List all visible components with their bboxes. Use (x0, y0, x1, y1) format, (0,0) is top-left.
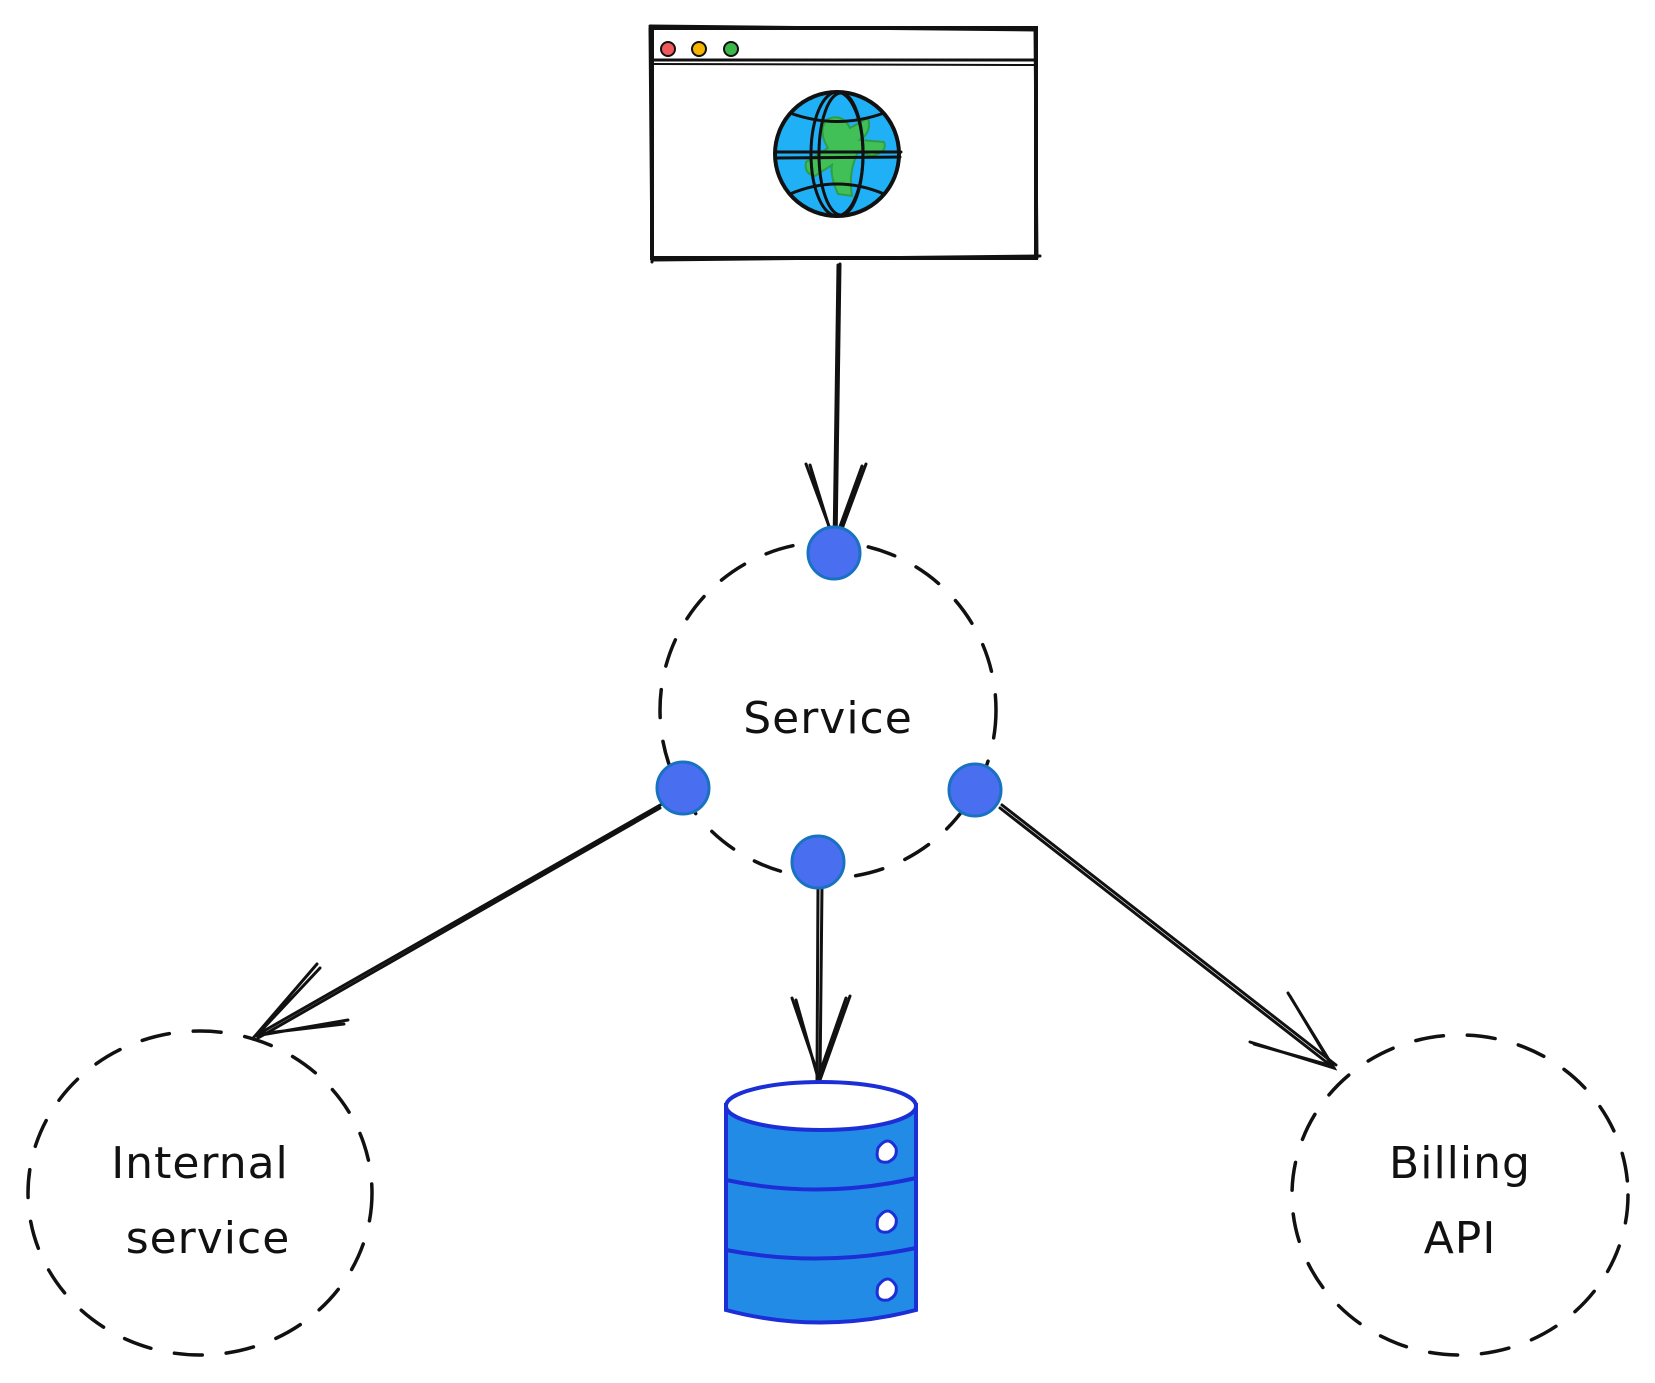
service-label: Service (743, 693, 913, 744)
arrowhead-icon (1248, 991, 1338, 1071)
edge-line (253, 802, 664, 1038)
arrowhead-icon (251, 962, 350, 1039)
edge-service-to-database[interactable] (790, 883, 852, 1085)
edge-service-to-internal[interactable] (251, 802, 664, 1040)
database-top (724, 1080, 918, 1132)
browser-frame-sketch (648, 24, 1042, 264)
window-close-dot-icon (660, 41, 676, 57)
billing-api-label-line2: API (1424, 1213, 1497, 1264)
window-maximize-dot-icon (723, 41, 739, 57)
globe-icon (773, 90, 903, 218)
port-top-icon[interactable] (806, 525, 862, 581)
internal-service-label-line1: Internal (111, 1138, 289, 1189)
billing-api-dashed-circle (1290, 1033, 1630, 1357)
browser-node[interactable] (648, 24, 1042, 264)
internal-service-node[interactable]: Internal service (26, 1029, 374, 1357)
database-band (725, 1246, 917, 1261)
database-band (725, 1176, 917, 1192)
billing-api-label-line1: Billing (1389, 1138, 1531, 1189)
browser-titlebar-divider-2 (651, 63, 1037, 66)
edge-browser-to-service[interactable] (804, 262, 868, 550)
database-indicator-icon (875, 1277, 898, 1302)
database-indicator-icon (875, 1139, 898, 1164)
internal-service-label-line2: service (126, 1213, 291, 1264)
internal-service-dashed-circle (26, 1029, 374, 1357)
edge-line-sketch (832, 263, 840, 548)
edge-line (998, 806, 1336, 1070)
port-right-icon[interactable] (947, 762, 1003, 818)
edge-line-sketch (1000, 803, 1338, 1067)
port-bottom-icon[interactable] (790, 834, 846, 890)
edge-line (834, 262, 842, 547)
billing-api-node[interactable]: Billing API (1290, 1033, 1630, 1357)
database-indicator-icon (875, 1209, 898, 1234)
arrowhead-icon (790, 994, 852, 1085)
window-minimize-dot-icon (691, 41, 707, 57)
service-node[interactable]: Service (655, 525, 1003, 890)
database-node[interactable] (724, 1080, 918, 1325)
edge-line-sketch (256, 806, 662, 1040)
edge-service-to-billing[interactable] (998, 803, 1338, 1071)
edge-line (818, 883, 824, 1082)
edge-line-sketch (815, 884, 820, 1082)
port-left-icon[interactable] (655, 760, 711, 816)
